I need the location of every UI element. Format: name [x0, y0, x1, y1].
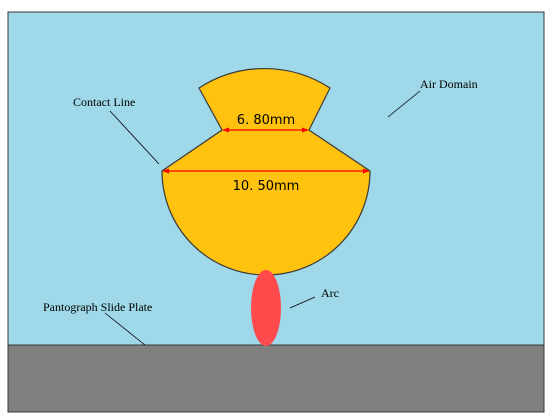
contact-line-cross-section — [161, 67, 371, 276]
upper-width-label: 6. 80mm — [237, 113, 295, 128]
pantograph-slide-plate-label: Pantograph Slide Plate — [43, 300, 152, 314]
upper-width-arrow-right — [302, 127, 309, 133]
slide-plate-leader — [104, 312, 146, 346]
arc-shape — [251, 270, 281, 346]
upper-width-dimension: 6. 80mm — [222, 113, 309, 133]
arc-leader — [289, 296, 316, 309]
air-domain-label: Air Domain — [420, 77, 478, 91]
contact-line-leader — [109, 110, 160, 165]
contact-line-label: Contact Line — [73, 95, 135, 109]
upper-width-arrow-left — [222, 127, 229, 133]
lower-width-dimension: 10. 50mm — [162, 168, 370, 194]
lower-width-arrow-right — [363, 168, 370, 174]
lower-width-arrow-left — [162, 168, 169, 174]
pantograph-slide-plate-region — [7, 344, 545, 413]
air-domain-leader — [387, 90, 421, 118]
arc-label: Arc — [321, 286, 339, 300]
lower-width-label: 10. 50mm — [233, 179, 300, 194]
